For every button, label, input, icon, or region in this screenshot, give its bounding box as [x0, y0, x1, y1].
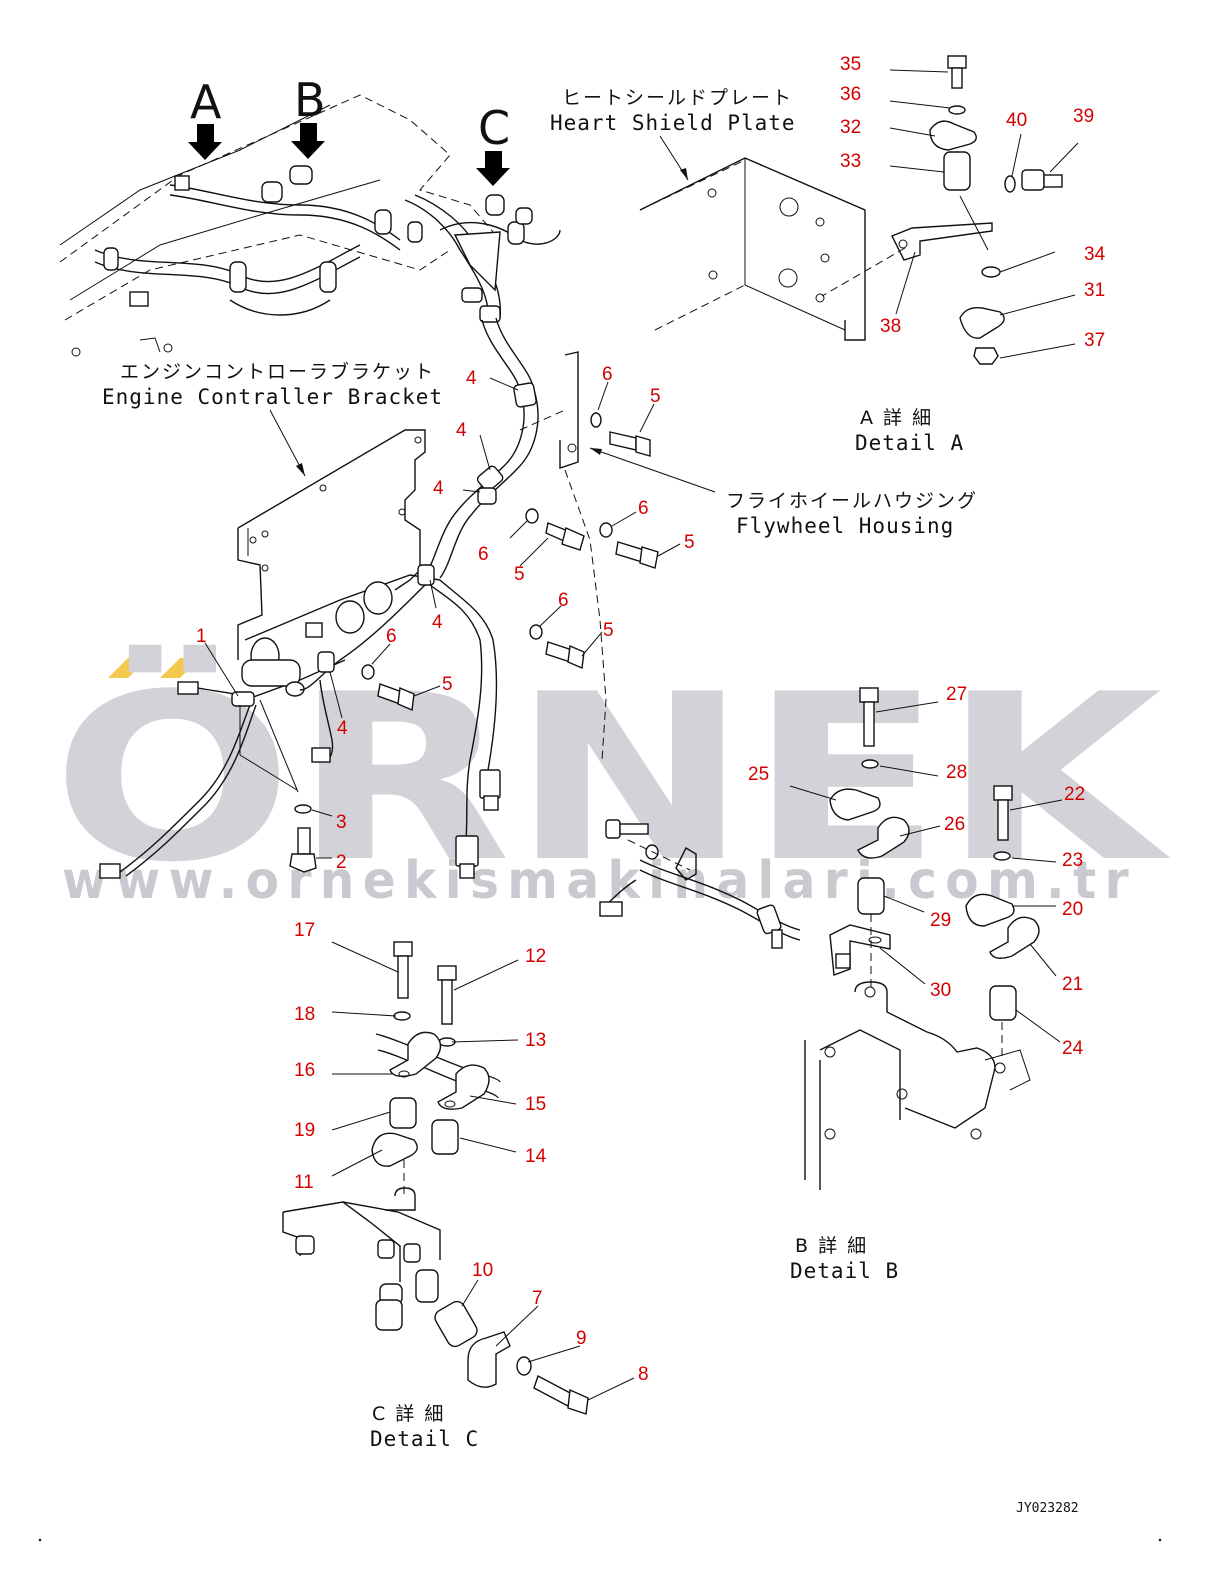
part-number-5-c: 5: [514, 564, 525, 585]
main-wire-harness: [99, 317, 539, 879]
heat-shield-plate: ヒートシールドプレート Heart Shield Plate: [550, 87, 866, 341]
drawing-code: JY023282: [1016, 1501, 1079, 1516]
part-number-28: 28: [946, 762, 967, 783]
arrow-c-icon: [476, 151, 510, 186]
detail-a-labels: 35 36 32 33 40 39 34 31 37 38 A 詳 細 Deta…: [840, 54, 1106, 455]
part-number-6-d: 6: [558, 590, 569, 611]
part-number-34: 34: [1084, 244, 1106, 265]
detail-b-jp: B 詳 細: [795, 1235, 868, 1257]
engine-bracket-en: Engine Contraller Bracket: [102, 385, 443, 409]
part-number-20: 20: [1062, 899, 1083, 920]
part-number-9: 9: [576, 1328, 587, 1349]
part-number-22: 22: [1064, 784, 1085, 805]
part-number-35: 35: [840, 54, 861, 75]
flywheel-en: Flywheel Housing: [736, 514, 954, 538]
part-number-6-c: 6: [478, 544, 489, 565]
part-number-5-d: 5: [603, 620, 614, 641]
detail-arrows: A B C: [188, 73, 510, 186]
part-number-26: 26: [944, 814, 965, 835]
part-number-33: 33: [840, 151, 861, 172]
part-number-31: 31: [1084, 280, 1105, 301]
part-number-32: 32: [840, 117, 861, 138]
part-number-3: 3: [336, 812, 347, 833]
detail-b-parts: B 詳 細 Detail B: [599, 687, 1040, 1283]
watermark-accent-mark: [160, 658, 200, 678]
flywheel-jp: フライホイールハウジング: [726, 490, 978, 512]
part-number-2: 2: [336, 852, 347, 873]
part-number-10: 10: [472, 1260, 493, 1281]
part-number-4-b: 4: [456, 420, 467, 441]
heat-shield-en: Heart Shield Plate: [550, 111, 796, 135]
detail-c-en: Detail C: [370, 1427, 479, 1451]
part-number-4-a: 4: [466, 368, 477, 389]
part-number-24: 24: [1062, 1038, 1084, 1059]
arrow-b-icon: [291, 123, 325, 159]
part-number-39: 39: [1073, 106, 1094, 127]
part-number-4-e: 4: [337, 718, 348, 739]
detail-a-en: Detail A: [855, 431, 964, 455]
part-number-5-b: 5: [684, 532, 695, 553]
part-number-6-a: 6: [602, 364, 613, 385]
detail-c-labels: 17 18 16 19 11 12 13 15 14 10 7 9 8: [294, 920, 649, 1401]
part-number-29: 29: [930, 910, 951, 931]
part-number-17: 17: [294, 920, 315, 941]
arrow-letter-a: A: [190, 75, 222, 129]
part-number-11: 11: [294, 1172, 314, 1193]
part-number-21: 21: [1062, 974, 1083, 995]
arrow-letter-b: B: [294, 73, 326, 127]
watermark-url: www.ornekismakinalari.com.tr: [62, 851, 1137, 911]
part-number-4-c: 4: [433, 478, 444, 499]
part-number-6-e: 6: [386, 626, 397, 647]
detail-c-jp: C 詳 細: [372, 1403, 445, 1425]
part-number-30: 30: [930, 980, 951, 1001]
part-number-7: 7: [532, 1288, 543, 1309]
heat-shield-jp: ヒートシールドプレート: [562, 87, 793, 109]
engine-bracket-jp: エンジンコントローラブラケット: [120, 360, 435, 383]
part-number-13: 13: [525, 1030, 546, 1051]
detail-c-parts: C 詳 細 Detail C: [282, 941, 589, 1451]
part-number-16: 16: [294, 1060, 315, 1081]
bolts-and-washers: [289, 412, 659, 873]
main-labels: 1 3 2 4 4 4 4 4 6 5 6 6 5 5 6 5 6 5: [196, 364, 695, 873]
part-number-14: 14: [525, 1146, 547, 1167]
part-number-38: 38: [880, 316, 901, 337]
part-number-12: 12: [525, 946, 546, 967]
part-number-5-a: 5: [650, 386, 661, 407]
part-number-40: 40: [1006, 110, 1027, 131]
part-number-18: 18: [294, 1004, 315, 1025]
part-number-4-d: 4: [432, 612, 443, 633]
part-number-1: 1: [196, 626, 207, 647]
part-number-36: 36: [840, 84, 861, 105]
detail-b-labels: 27 28 25 26 29 30 22 23 20 21 24: [748, 684, 1085, 1059]
detail-a-parts: [821, 55, 1063, 365]
part-number-5-e: 5: [442, 674, 453, 695]
arrow-letter-c: C: [478, 101, 510, 155]
watermark-brand: ÖRNEK: [52, 644, 1172, 913]
part-number-25: 25: [748, 764, 769, 785]
watermark: ÖRNEK www.ornekismakinalari.com.tr: [52, 644, 1172, 913]
part-number-6-b: 6: [638, 498, 649, 519]
part-number-37: 37: [1084, 330, 1105, 351]
part-number-8: 8: [638, 1364, 649, 1385]
part-number-23: 23: [1062, 850, 1083, 871]
part-number-27: 27: [946, 684, 967, 705]
engine-assembly: [59, 94, 561, 357]
detail-b-en: Detail B: [790, 1259, 899, 1283]
watermark-accent-mark: [108, 658, 148, 678]
detail-a-jp: A 詳 細: [860, 407, 933, 429]
arrow-a-icon: [188, 124, 222, 160]
part-number-15: 15: [525, 1094, 546, 1115]
part-number-19: 19: [294, 1120, 315, 1141]
flywheel-housing: フライホイールハウジング Flywheel Housing: [519, 351, 978, 761]
